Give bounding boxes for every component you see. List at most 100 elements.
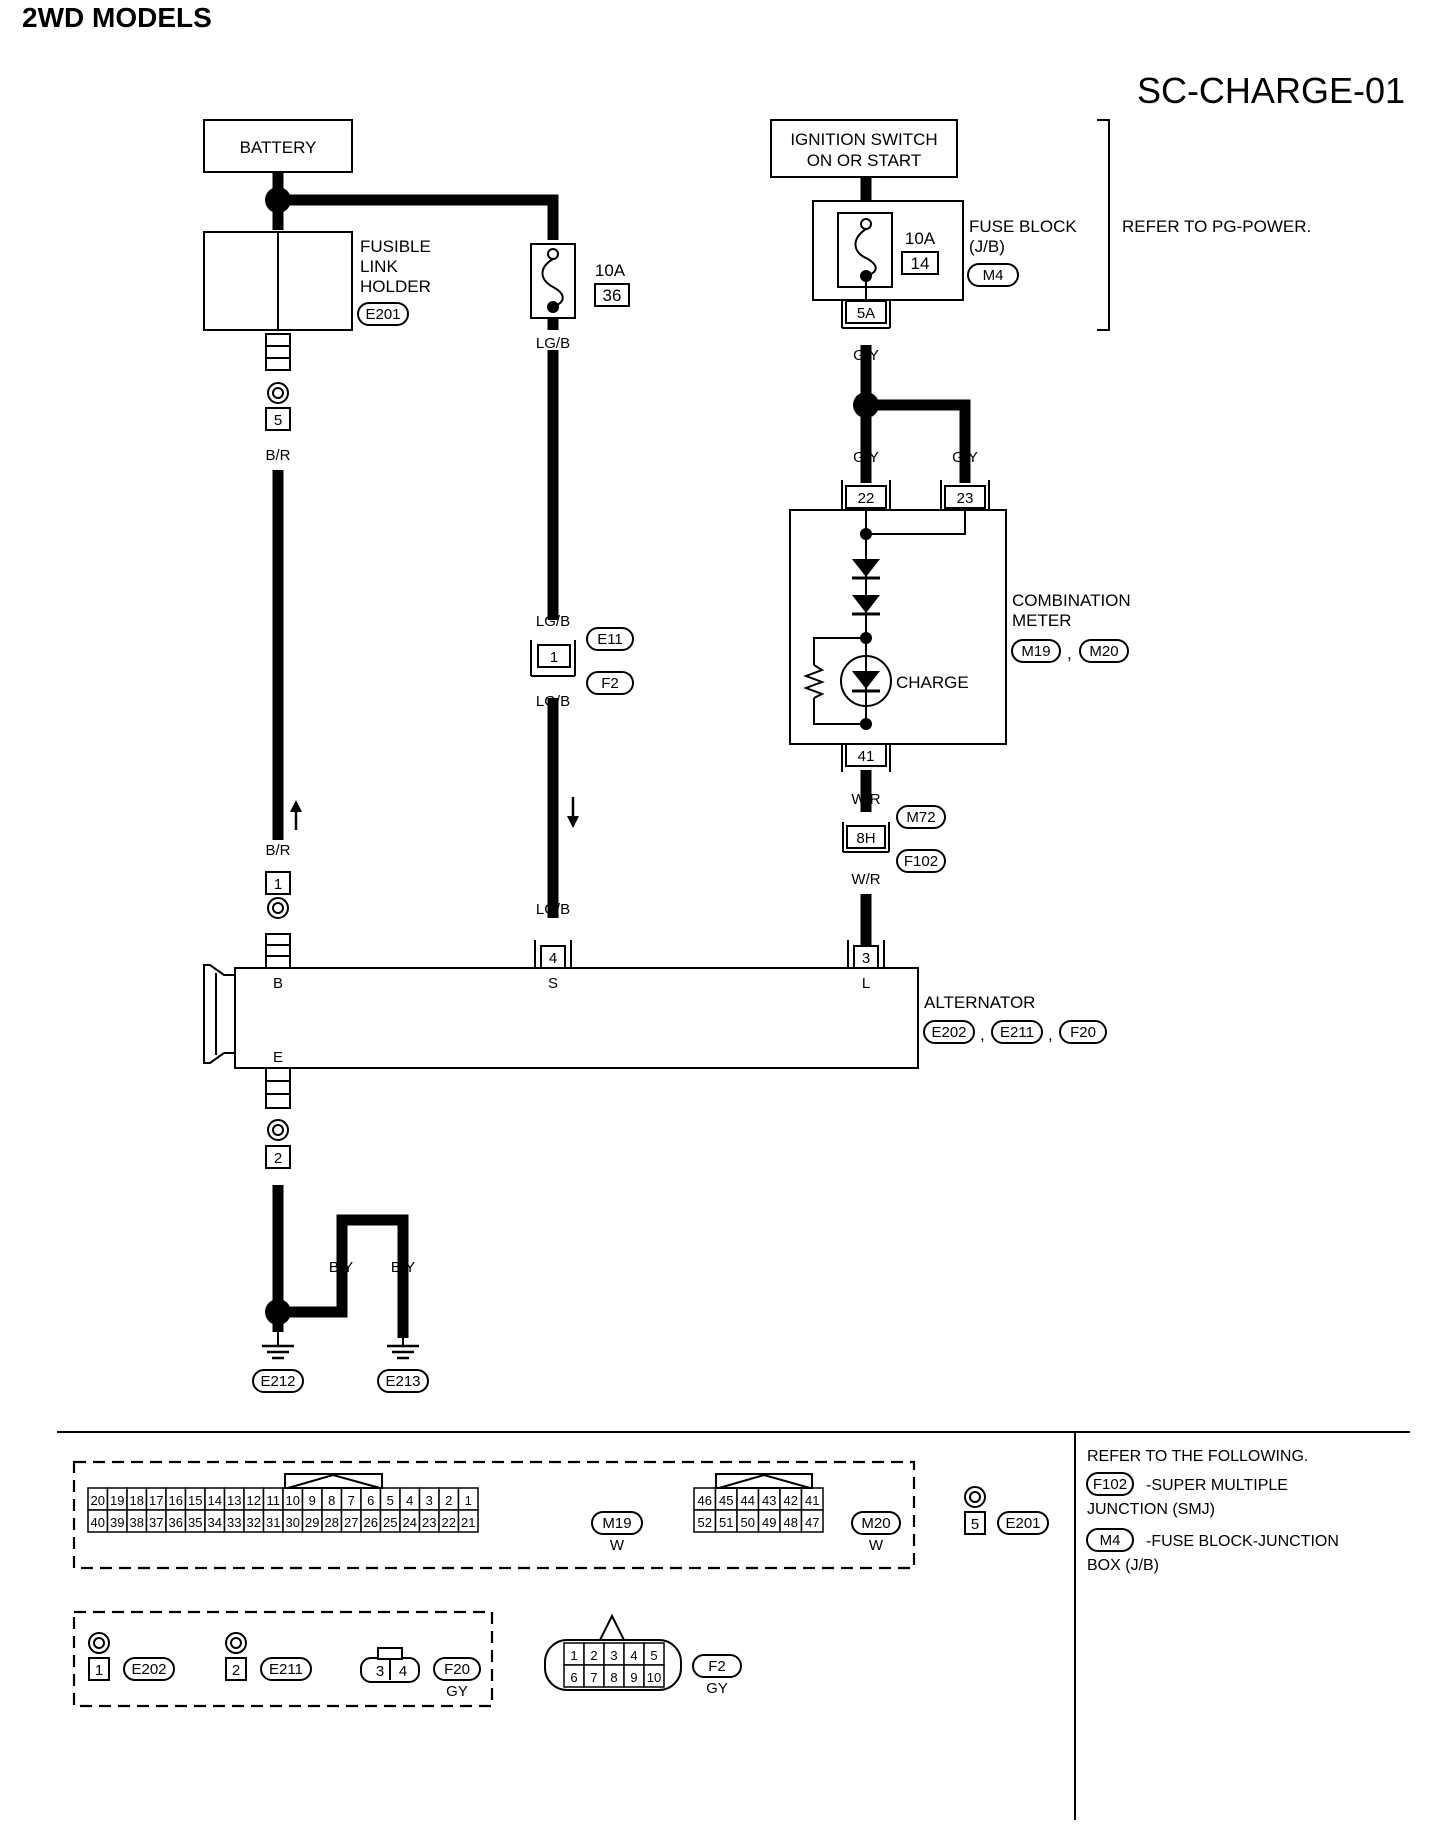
wire-battery-to-fuse — [278, 194, 559, 240]
connector-pin-label: 4 — [630, 1648, 637, 1663]
legend-f102-text-1: -SUPER MULTIPLE — [1146, 1477, 1288, 1494]
connector-pin-label: 45 — [719, 1493, 733, 1508]
splice-ground — [265, 1299, 291, 1325]
fusible-link-holder: FUSIBLE LINK HOLDER E201 — [203, 231, 431, 371]
refer-bracket — [1097, 119, 1110, 331]
ignition-switch-box: IGNITION SWITCH ON OR START — [770, 119, 958, 178]
connector-pin-label: 3 — [426, 1493, 433, 1508]
connector-pin-label: 48 — [784, 1515, 798, 1530]
connector-pin-label: 8 — [328, 1493, 335, 1508]
charge-lamp-label: CHARGE — [896, 673, 969, 692]
connector-pin-label: 6 — [570, 1670, 577, 1685]
alt-terminal-l: L — [862, 975, 870, 992]
connector-pin-label: 18 — [130, 1493, 144, 1508]
connector-pin-label: 46 — [698, 1493, 712, 1508]
connector-pin-cell — [643, 1664, 665, 1688]
connector-pin-label: 16 — [169, 1493, 183, 1508]
wire-label-lgb-3: LG/B — [536, 693, 570, 710]
connector-pin-label: 2 — [445, 1493, 452, 1508]
connector-pin-label: 47 — [805, 1515, 819, 1530]
m20-color: W — [869, 1537, 884, 1554]
e211-pin: 2 — [232, 1662, 240, 1679]
f2-code: F2 — [708, 1658, 726, 1675]
connector-pin-label: 37 — [149, 1515, 163, 1530]
connector-pin-label: 32 — [247, 1515, 261, 1530]
connector-e11-tag: E11 — [597, 631, 623, 648]
splice-battery — [265, 187, 291, 213]
alt-pin-4: 4 — [549, 950, 557, 967]
fuse-36-rating: 10A — [595, 261, 626, 280]
connector-pin-label: 5 — [387, 1493, 394, 1508]
connector-pin-label: 24 — [403, 1515, 417, 1530]
joint-connector-e11: LG/B 1 E11 F2 LG/B — [530, 613, 634, 710]
connector-pin-label: 10 — [647, 1670, 661, 1685]
connector-pin-label: 3 — [610, 1648, 617, 1663]
legend-m4-code: M4 — [1100, 1532, 1121, 1549]
connector-pin-label: 41 — [805, 1493, 819, 1508]
connector-pin-label: 25 — [383, 1515, 397, 1530]
wire-by-loop — [290, 1214, 409, 1338]
connector-pin-label: 8 — [610, 1670, 617, 1685]
meter-label-2: METER — [1012, 611, 1072, 630]
connector-pin-label: 26 — [364, 1515, 378, 1530]
connector-pin-label: 30 — [286, 1515, 300, 1530]
connector-m19-tag: M19 — [1021, 643, 1050, 660]
legend-m4-text-2: BOX (J/B) — [1087, 1557, 1159, 1574]
m19-code: M19 — [602, 1515, 631, 1532]
pulley-icon — [203, 964, 235, 1064]
connector-pin-label: 7 — [348, 1493, 355, 1508]
alt-pin-1-box — [265, 871, 291, 895]
refer-power-note: REFER TO PG-POWER. — [1122, 217, 1311, 236]
f2-color: GY — [706, 1680, 728, 1697]
connector-pin-label: 28 — [325, 1515, 339, 1530]
connector-pin-label: 29 — [305, 1515, 319, 1530]
connector-e211-tag: E211 — [1000, 1024, 1034, 1041]
connector-e202-tag: E202 — [931, 1024, 966, 1041]
meter-pin-22: 22 — [858, 490, 875, 507]
wire-label-gy-3: G/Y — [952, 449, 978, 466]
f20-pin-4: 4 — [399, 1663, 407, 1680]
joint-m72-pin: 8H — [856, 830, 875, 847]
svg-text:,: , — [980, 1025, 985, 1044]
alt-pin-2: 2 — [274, 1150, 282, 1167]
connector-pin-label: 19 — [110, 1493, 124, 1508]
connector-pin-label: 39 — [110, 1515, 124, 1530]
wire-label-gy-2: G/Y — [853, 449, 879, 466]
joint-e11-pin: 1 — [550, 649, 558, 666]
connector-pin-label: 38 — [130, 1515, 144, 1530]
connector-pin-label: 12 — [247, 1493, 261, 1508]
e201-pin: 5 — [971, 1516, 979, 1533]
resistor-icon — [803, 664, 825, 699]
wire-label-b-2: B — [273, 1259, 283, 1276]
connector-m72-tag: M72 — [906, 809, 935, 826]
fusible-pin: 5 — [274, 412, 282, 429]
fuse-block-label-1: FUSE BLOCK — [969, 217, 1077, 236]
wire-label-br-top: B/R — [265, 447, 290, 464]
ring-terminal-icon — [267, 897, 289, 919]
connector-pin-label: 6 — [367, 1493, 374, 1508]
fuse-36-number: 36 — [603, 286, 622, 305]
ring-terminal-icon — [964, 1486, 986, 1508]
svg-text:,: , — [1048, 1025, 1053, 1044]
connector-pin-label: 17 — [149, 1493, 163, 1508]
connector-f20-view: 3 4 — [360, 1647, 420, 1683]
alt-pin-1: 1 — [274, 876, 282, 893]
m19-color: W — [610, 1537, 625, 1554]
connector-group-1 — [72, 1460, 916, 1570]
connector-pin-label: 33 — [227, 1515, 241, 1530]
connector-pin-cell — [800, 1509, 824, 1533]
fusible-link-label-1: FUSIBLE — [360, 237, 431, 256]
fuse-36: 10A 36 LG/B — [530, 243, 630, 352]
combination-meter: 22 23 CHARGE 41 COMBINATION METER M19 , … — [789, 480, 1131, 772]
connector-f20-tag: F20 — [1070, 1024, 1096, 1041]
connector-pin-label: 11 — [267, 1493, 281, 1508]
joint-connector-m72: W/R 8H M72 F102 W/R — [842, 791, 946, 888]
alternator: 4 3 B S L E ALTERNATOR E202 , E211 , F20 — [203, 933, 1107, 1109]
page-title: 2WD MODELS — [22, 2, 212, 33]
f20-color: GY — [446, 1683, 468, 1700]
diode-icon — [852, 595, 880, 613]
connector-pin-label: 43 — [762, 1493, 776, 1508]
connector-e201-tag: E201 — [365, 306, 400, 323]
